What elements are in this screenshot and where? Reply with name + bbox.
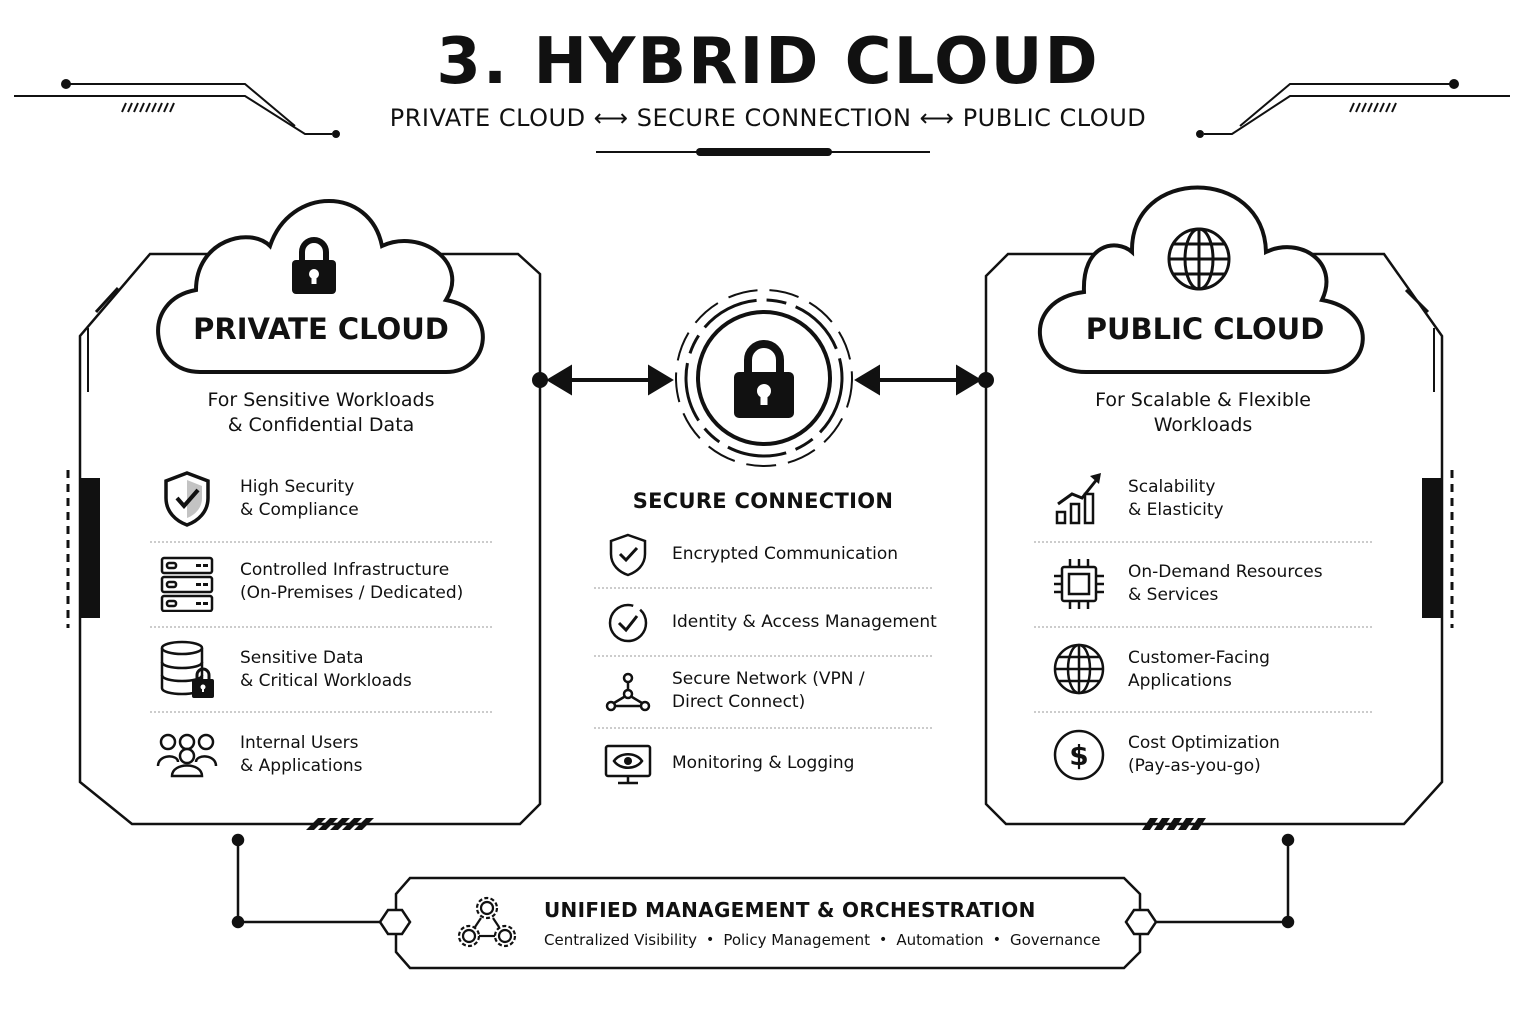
lock-icon bbox=[292, 237, 336, 294]
public-feature-resources: On-Demand Resources & Services bbox=[1128, 562, 1323, 605]
public-cloud-shape bbox=[1038, 185, 1365, 374]
server-rack-icon bbox=[160, 556, 214, 612]
management-items: Centralized Visibility • Policy Manageme… bbox=[544, 930, 1124, 950]
shield-check-icon bbox=[164, 471, 210, 527]
private-feature-data: Sensitive Data & Critical Workloads bbox=[240, 648, 412, 691]
public-feature-scalability: Scalability & Elasticity bbox=[1128, 477, 1224, 520]
public-cloud-title: PUBLIC CLOUD bbox=[1085, 312, 1325, 346]
subtitle-connection: SECURE CONNECTION bbox=[636, 104, 912, 132]
secure-connection-lock-icon bbox=[734, 340, 794, 418]
management-separator: • bbox=[992, 932, 1001, 948]
management-title: UNIFIED MANAGEMENT & ORCHESTRATION bbox=[544, 898, 1036, 922]
page-title: 3. HYBRID CLOUD bbox=[436, 25, 1100, 99]
network-nodes-icon bbox=[605, 672, 651, 712]
secure-feature-encryption: Encrypted Communication bbox=[672, 544, 899, 564]
management-item-governance: Governance bbox=[1009, 931, 1101, 949]
secure-ring bbox=[675, 289, 853, 467]
subtitle-public: PUBLIC CLOUD bbox=[962, 104, 1147, 132]
management-item-automation: Automation bbox=[896, 931, 984, 949]
cpu-chip-icon bbox=[1054, 559, 1104, 609]
users-icon bbox=[156, 733, 218, 778]
secure-connection-title: SECURE CONNECTION bbox=[632, 489, 894, 513]
public-feature-cost: Cost Optimization (Pay-as-you-go) bbox=[1128, 733, 1280, 776]
check-circle-icon bbox=[608, 603, 648, 643]
secure-feature-identity: Identity & Access Management bbox=[672, 612, 937, 632]
subtitle-arrow-left: ⟷ bbox=[593, 104, 629, 132]
secure-feature-network: Secure Network (VPN / Direct Connect) bbox=[672, 669, 865, 712]
private-cloud-title: PRIVATE CLOUD bbox=[193, 312, 449, 346]
management-separator: • bbox=[879, 932, 888, 948]
svg-text:$: $ bbox=[1069, 739, 1088, 772]
circuit-line-right bbox=[1204, 95, 1510, 135]
globe-icon bbox=[1053, 643, 1105, 695]
monitor-eye-icon bbox=[604, 744, 652, 785]
private-feature-security: High Security & Compliance bbox=[240, 477, 359, 520]
private-feature-infrastructure: Controlled Infrastructure (On-Premises /… bbox=[240, 560, 464, 603]
connector-left bbox=[532, 364, 674, 396]
connector-right bbox=[854, 364, 994, 396]
gears-icon bbox=[457, 896, 517, 948]
shield-check-icon bbox=[609, 533, 647, 577]
circuit-line-left bbox=[14, 95, 332, 135]
private-cloud-subtitle: For Sensitive Workloads & Confidential D… bbox=[207, 389, 435, 436]
management-item-policy: Policy Management bbox=[723, 931, 871, 949]
management-item-visibility: Centralized Visibility bbox=[544, 931, 698, 949]
page-subtitle: PRIVATE CLOUD ⟷ SECURE CONNECTION ⟷ PUBL… bbox=[0, 102, 1536, 134]
database-lock-icon bbox=[160, 640, 214, 698]
public-feature-applications: Customer-Facing Applications bbox=[1128, 648, 1270, 691]
subtitle-arrow-right: ⟷ bbox=[919, 104, 955, 132]
growth-chart-icon bbox=[1055, 473, 1101, 525]
globe-icon bbox=[1167, 227, 1231, 291]
public-cloud-subtitle: For Scalable & Flexible Workloads bbox=[1095, 389, 1311, 436]
secure-feature-monitoring: Monitoring & Logging bbox=[672, 753, 855, 773]
private-feature-users: Internal Users & Applications bbox=[240, 733, 363, 776]
management-separator: • bbox=[706, 932, 715, 948]
subtitle-private: PRIVATE CLOUD bbox=[389, 104, 586, 132]
dollar-coin-icon: $ bbox=[1053, 729, 1105, 781]
